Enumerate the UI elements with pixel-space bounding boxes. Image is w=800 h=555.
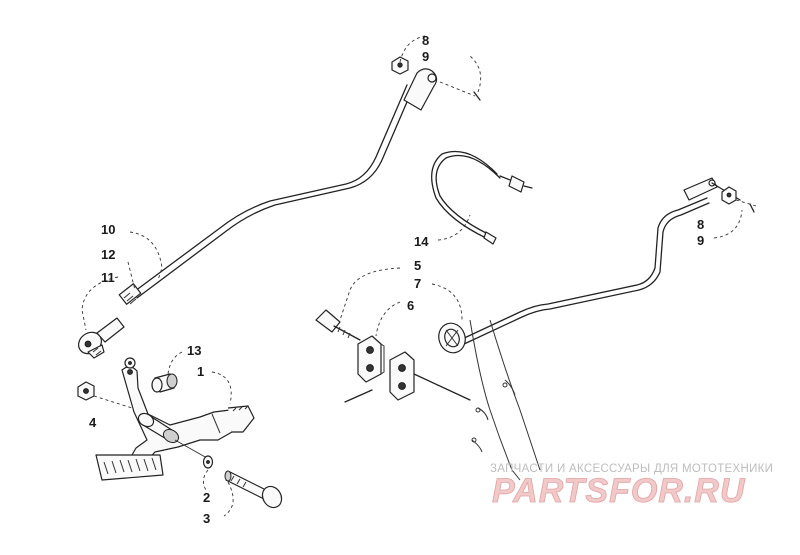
shift-rod-left — [118, 68, 438, 305]
rod-end-left — [78, 317, 125, 359]
pin-top-right — [735, 199, 757, 213]
callout-6: 6 — [407, 298, 414, 313]
bushing — [151, 373, 178, 393]
leader-lines — [81, 35, 743, 517]
watermark-logo: PARTSFOR.RU — [492, 472, 746, 510]
lever-tube — [137, 412, 208, 459]
bracket-plate-b — [389, 351, 415, 401]
callout-4: 4 — [89, 415, 97, 430]
nut-top-right — [721, 186, 737, 205]
watermark-caption: ЗАПЧАСТИ И АКСЕССУАРЫ ДЛЯ МОТОТЕХНИКИ — [490, 463, 773, 475]
callout-8-right: 8 — [697, 217, 704, 232]
bolt-5 — [315, 309, 361, 341]
mount-axis-line-2 — [413, 373, 471, 401]
nut-left — [77, 381, 133, 409]
grommet — [438, 322, 466, 354]
callout-8-top-left: 8 — [422, 33, 429, 48]
callout-13: 13 — [187, 343, 201, 358]
nut-top-left — [391, 56, 409, 75]
mount-axis-line — [344, 389, 373, 403]
washer-left-hole — [128, 361, 132, 365]
shift-rod-right — [459, 177, 741, 346]
bracket-plate-a — [357, 335, 385, 383]
callout-10: 10 — [101, 222, 115, 237]
callout-11: 11 — [101, 270, 115, 285]
footpeg-left — [95, 454, 164, 481]
callout-5: 5 — [414, 258, 421, 273]
callout-14: 14 — [414, 234, 429, 249]
callout-3: 3 — [203, 511, 210, 526]
washer-2 — [202, 455, 214, 469]
frame-section — [469, 319, 541, 481]
pin-top-left — [439, 81, 481, 101]
callout-1: 1 — [197, 364, 204, 379]
callout-12: 12 — [101, 247, 115, 262]
callout-7: 7 — [414, 276, 421, 291]
callout-2: 2 — [203, 490, 210, 505]
callout-9-right: 9 — [697, 233, 704, 248]
pivot-bolt — [224, 470, 283, 509]
cable-tie — [431, 150, 533, 245]
callout-9-top-left: 9 — [422, 49, 429, 64]
